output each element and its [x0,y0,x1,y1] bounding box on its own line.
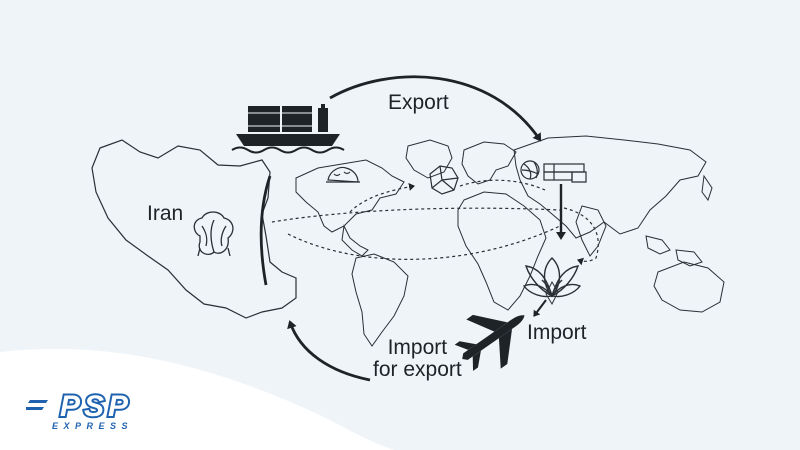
cotton-boll-icon [193,211,234,257]
iran-label: Iran [147,202,184,225]
export-label: Export [388,91,449,114]
psp-logo: PSP PSP [26,388,132,425]
logo-wordmark-fill: PSP [60,390,132,423]
import-for-export-line1: Import [387,336,448,359]
iran-outline [91,139,297,319]
trade-routes [271,179,599,266]
bottom-wave [0,348,395,450]
fabric-rolls-icon [543,163,587,183]
export-arrow [329,75,542,142]
yarn-ball-icon [520,160,540,180]
cargo-ship-icon [231,104,345,154]
iran-side-arrow [259,175,272,286]
import-for-export-label: Import for export [373,337,462,381]
import-label: Import [527,321,587,344]
import-for-export-line2: for export [373,358,462,381]
lotus-icon [522,257,582,298]
continent-outlines [295,135,725,347]
import-for-export-arrow [287,320,371,382]
dried-fruit-icon [429,165,459,195]
logo-wordmark: PSP [60,390,132,423]
airplane-icon [454,314,525,371]
grain-icon [326,166,360,183]
logo-tagline: EXPRESS [52,421,134,431]
lotus-to-plane-arrow [533,299,547,317]
